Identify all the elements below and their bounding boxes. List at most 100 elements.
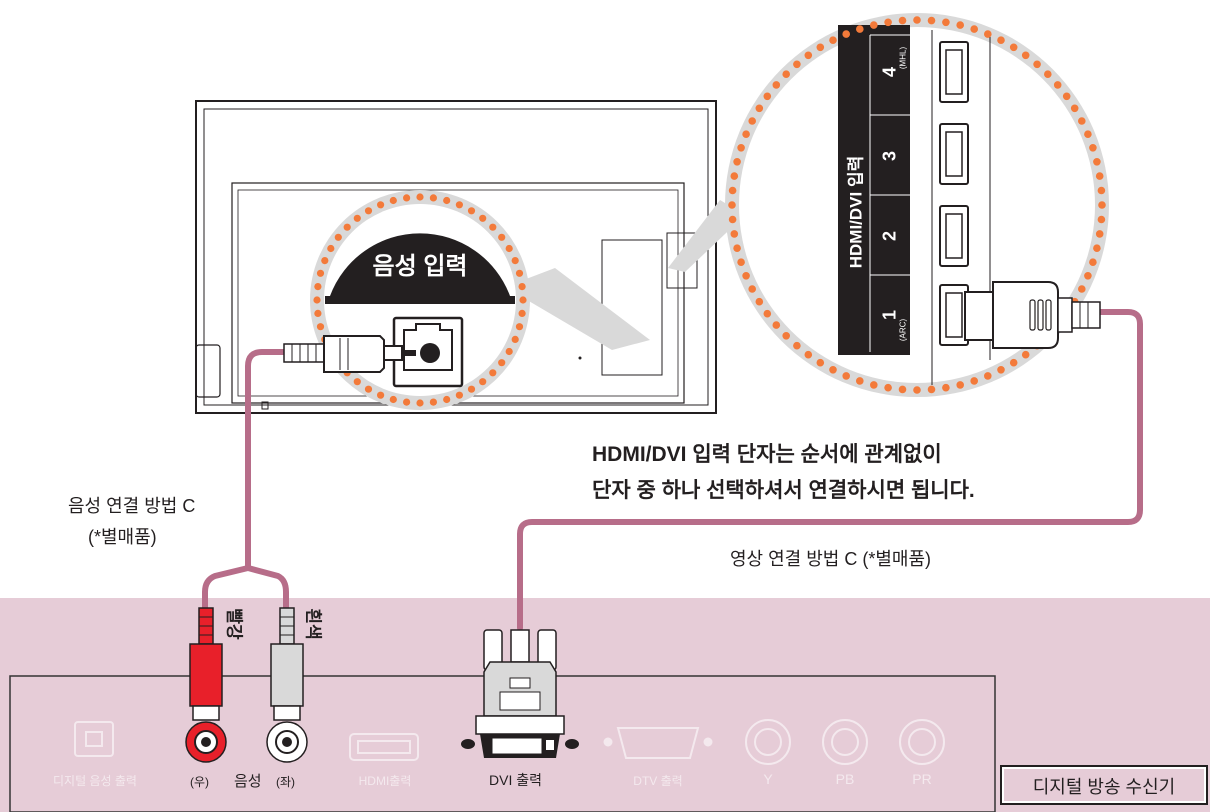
audio-right-label: (우) [190, 775, 210, 789]
ring-dot [1095, 172, 1104, 180]
ring-dot [733, 158, 741, 166]
ring-dot [1097, 215, 1106, 224]
ring-dot [755, 297, 764, 306]
cables [202, 309, 1143, 631]
ring-dot [842, 30, 850, 38]
ring-dot [829, 36, 837, 44]
ring-dot [898, 16, 907, 25]
ring-dot [927, 16, 936, 25]
ring-dot [1009, 358, 1018, 367]
ring-dot [763, 309, 772, 318]
ring-dot [515, 323, 524, 331]
ring-dot [389, 196, 397, 205]
hdmi-title-label: HDMI/DVI 입력 [846, 155, 866, 269]
ring-dot [334, 233, 342, 241]
ring-dot [730, 172, 739, 180]
ring-dot [314, 283, 322, 291]
ring-dot [343, 223, 351, 231]
ring-dot [389, 395, 397, 404]
audio-callout-wedge [505, 268, 650, 350]
ring-dot [416, 193, 424, 201]
ring-dot [511, 257, 519, 265]
ring-dot [816, 43, 825, 52]
ring-dot [728, 215, 737, 224]
rca-plug-white [266, 607, 308, 763]
ring-dot [364, 207, 373, 215]
ring-dot [518, 283, 526, 291]
ring-dot [1070, 104, 1079, 113]
ring-dot [316, 323, 325, 331]
audio-label: 음성 [234, 773, 262, 790]
ring-dot [489, 369, 497, 377]
ring-dot [742, 130, 750, 138]
video-method-label: 영상 연결 방법 C (*별매품) [730, 549, 932, 569]
ring-dot [997, 36, 1005, 44]
ring-dot [353, 214, 361, 222]
dvi-plug [461, 629, 579, 758]
hdmi-note-line1: HDMI/DVI 입력 단자는 순서에 관계없이 [592, 443, 942, 466]
audio-sold-separately-label: (*별매품) [88, 527, 157, 547]
audio-left-label: (좌) [276, 775, 296, 789]
red-cable-label: 빨강 [224, 608, 244, 640]
audio-port-label-line2: 음성 입력 [372, 253, 468, 280]
ring-dot [772, 81, 781, 89]
ring-dot [793, 341, 801, 350]
ring-dot [455, 201, 463, 209]
ring-dot [1084, 130, 1092, 138]
ring-dot [429, 398, 437, 406]
video-cable [517, 309, 1143, 631]
ring-dot [748, 285, 756, 293]
hdmi-port-4-sublabel: (MHL) [898, 46, 908, 70]
ring-dot [956, 21, 964, 29]
ring-dot [842, 372, 850, 380]
ring-dot [984, 372, 992, 380]
ring-dot [1098, 201, 1106, 209]
ring-dot [1084, 272, 1092, 280]
ring-dot [479, 214, 487, 222]
ring-dot [898, 385, 907, 394]
ring-dot [505, 244, 513, 253]
ring-dot [870, 381, 878, 389]
ring-dot [927, 385, 936, 394]
ring-dot [856, 377, 864, 385]
ring-dot [984, 30, 992, 38]
pr-label: PR [912, 771, 932, 787]
ring-dot [804, 51, 813, 60]
ring-dot [505, 347, 513, 356]
dvi-out-label: DVI 출력 [489, 772, 542, 788]
ring-dot [728, 201, 736, 209]
hdmi-note-line2: 단자 중 하나 선택하셔서 연결하시면 됩니다. [592, 479, 975, 502]
y-label: Y [763, 771, 773, 787]
digital-audio-out-label: 디지털 음성 출력 [53, 774, 137, 788]
audio-port-label-line1: (RGB/DVI) [374, 214, 466, 235]
ring-dot [730, 230, 739, 238]
ring-dot [1033, 60, 1041, 69]
ring-dot [1089, 144, 1097, 152]
ring-dot [1062, 92, 1071, 101]
ring-dot [856, 25, 864, 33]
hdmi-plug [964, 281, 1101, 349]
ring-dot [742, 272, 750, 280]
ring-dot [467, 207, 476, 215]
ring-dot [1053, 81, 1062, 89]
ring-dot [353, 378, 361, 386]
ring-dot [737, 258, 745, 267]
hdmi-callout-dotted-ring [728, 16, 1106, 394]
receiver-faded-ports [74, 719, 945, 765]
ring-dot [327, 244, 335, 253]
ring-dot [316, 269, 325, 277]
ring-dot [1093, 158, 1101, 166]
ring-dot [364, 385, 373, 393]
hdmi-port-4-label: 4 [879, 66, 900, 78]
ring-dot [1021, 350, 1030, 359]
ring-dot [1093, 244, 1101, 252]
ring-dot [816, 358, 825, 367]
ring-dot [489, 223, 497, 231]
ring-dot [377, 201, 385, 209]
ring-dot [498, 359, 506, 367]
hdmi-out-label: HDMI출력 [358, 774, 412, 788]
ring-dot [829, 366, 837, 374]
ring-dot [763, 92, 772, 101]
audio-mini-plug [283, 335, 416, 373]
ring-dot [403, 194, 411, 202]
